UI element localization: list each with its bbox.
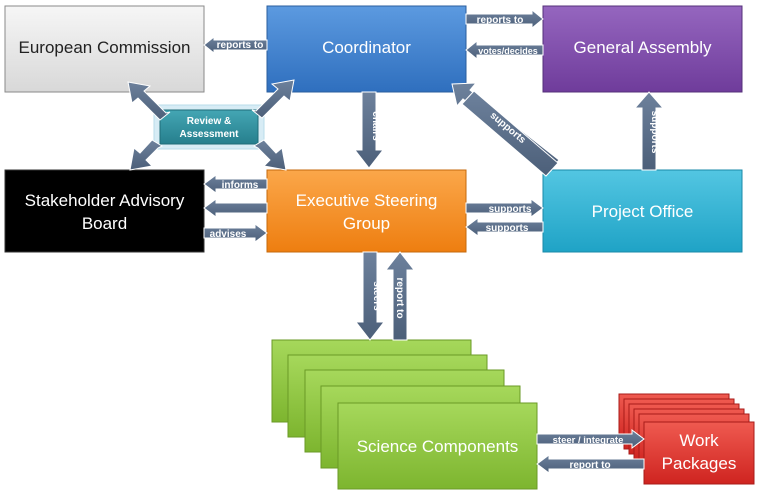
arrow-wp-to-science: report to xyxy=(536,454,645,474)
review-label-line1: Review & xyxy=(187,116,231,127)
edge-label: informs xyxy=(222,180,259,191)
stakeholder-advisory-board-node: Stakeholder Advisory Board xyxy=(4,169,205,253)
general-assembly-node: General Assembly xyxy=(542,5,743,93)
project-office-node: Project Office xyxy=(542,169,743,253)
stakeholder-board-label-line2: Board xyxy=(82,214,127,233)
arrow-sab-to-esg: advises xyxy=(203,223,268,243)
arrow-esg-to-sab: informs xyxy=(203,174,268,194)
stakeholder-board-label-line1: Stakeholder Advisory xyxy=(25,191,185,210)
science-components-label: Science Components xyxy=(357,437,519,456)
arrow-coordinator-to-ec: reports to xyxy=(203,35,268,55)
edge-label: report to xyxy=(569,460,610,471)
arrow-science-to-wp: steer / integrate xyxy=(536,429,645,449)
arrow-po-to-ga: supports xyxy=(633,91,665,171)
arrow-esg-to-science: steers xyxy=(354,251,386,341)
edge-label: supports xyxy=(649,111,660,154)
work-packages-front xyxy=(643,421,755,485)
arrow-esg-to-sab-plain xyxy=(203,198,268,218)
arrow-coordinator-to-esg: chairs xyxy=(353,91,385,169)
arrow-esg-to-po: supports xyxy=(465,198,544,218)
arrow-review-to-coordinator xyxy=(251,79,295,119)
edge-label: reports to xyxy=(477,15,524,26)
work-packages-label-line2: Packages xyxy=(662,454,737,473)
edge-label: supports xyxy=(489,204,532,215)
executive-steering-group-node: Executive Steering Group xyxy=(266,169,467,253)
arrow-review-to-esg xyxy=(252,139,287,171)
arrow-ga-to-coordinator: votes/decides xyxy=(465,39,544,61)
arrow-po-to-esg: supports xyxy=(465,217,544,237)
arrow-coordinator-to-ga: reports to xyxy=(465,8,544,30)
review-assessment-node: Review & Assessment xyxy=(153,104,265,150)
project-office-label: Project Office xyxy=(592,202,694,221)
coordinator-node: Coordinator xyxy=(266,5,467,93)
arrow-po-to-coordinator: supports xyxy=(451,82,560,177)
work-packages-stack: Work Packages xyxy=(618,393,755,485)
edge-label: report to xyxy=(394,277,405,318)
executive-group-label-line2: Group xyxy=(343,214,390,233)
edge-label: reports to xyxy=(217,40,264,51)
science-components-front xyxy=(337,402,538,490)
edge-label: votes/decides xyxy=(478,46,538,56)
coordinator-label: Coordinator xyxy=(322,38,411,57)
science-components-stack: Science Components xyxy=(271,339,538,490)
executive-group-label-line1: Executive Steering xyxy=(296,191,438,210)
work-packages-label-line1: Work xyxy=(679,431,719,450)
european-commission-node: European Commission xyxy=(4,5,205,93)
general-assembly-label: General Assembly xyxy=(574,38,712,57)
edge-label: steers xyxy=(371,281,382,311)
arrow-science-to-esg: report to xyxy=(384,251,416,341)
edge-label: steer / integrate xyxy=(553,435,624,446)
review-label-line2: Assessment xyxy=(180,129,240,140)
arrow-review-to-ec xyxy=(127,81,171,121)
edge-label: chairs xyxy=(370,111,381,141)
edge-label: supports xyxy=(486,223,529,234)
edge-label: advises xyxy=(210,229,247,240)
arrow-review-to-sab xyxy=(129,139,164,171)
european-commission-label: European Commission xyxy=(19,38,191,57)
